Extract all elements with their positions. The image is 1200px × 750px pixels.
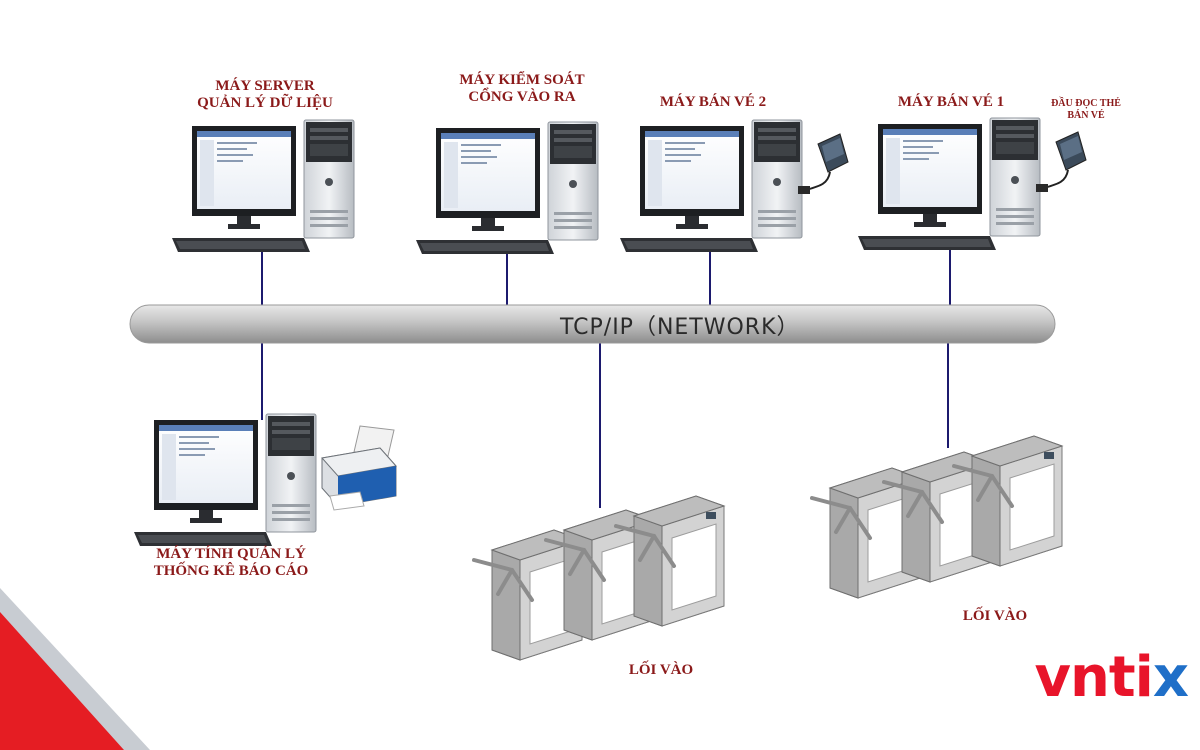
ticket-1-label: MÁY BÁN VÉ 1 (886, 94, 1016, 111)
access-control-computer (415, 121, 599, 255)
network-pipe (129, 304, 1056, 344)
report-pc-label-line1: MÁY TÍNH QUẢN LÝ (156, 546, 306, 562)
entrance-right-label: LỐI VÀO (940, 608, 1050, 625)
card-reader-ticket-2 (797, 133, 849, 195)
report-pc-label: MÁY TÍNH QUẢN LÝ THỐNG KÊ BÁO CÁO (146, 546, 316, 581)
ticket-1-computer (857, 117, 1041, 251)
ticket-1-label-text: MÁY BÁN VÉ 1 (897, 94, 1005, 110)
card-reader-label-line1: ĐẦU ĐỌC THẺ (1051, 98, 1121, 109)
access-control-label-line2: CỔNG VÀO RA (468, 89, 576, 106)
printer (321, 425, 397, 511)
corner-decoration (0, 588, 150, 750)
ticket-2-label: MÁY BÁN VÉ 2 (648, 94, 778, 111)
server-label-line2: QUẢN LÝ DỮ LIỆU (197, 95, 333, 112)
report-pc-label-line2: THỐNG KÊ BÁO CÁO (153, 563, 309, 580)
connector-lines (261, 246, 951, 508)
network-label: TCP/IP（NETWORK） (560, 315, 800, 340)
server-computer (171, 119, 355, 253)
ticket-2-label-text: MÁY BÁN VÉ 2 (659, 94, 767, 110)
entrance-left-label: LỐI VÀO (606, 662, 716, 679)
logo-x-mark: x (1152, 645, 1189, 710)
card-reader-label-line2: BÁN VÉ (1067, 110, 1105, 121)
card-reader-ticket-1 (1035, 131, 1087, 193)
server-label: MÁY SERVER QUẢN LÝ DỮ LIỆU (195, 78, 335, 113)
ticket-2-computer (619, 119, 803, 253)
card-reader-label: ĐẦU ĐỌC THẺ BÁN VÉ (1036, 98, 1136, 122)
access-control-label: MÁY KIỂM SOÁT CỔNG VÀO RA (452, 72, 592, 107)
report-computer (133, 413, 317, 547)
vntix-logo: vntix (1035, 650, 1189, 706)
access-control-label-line1: MÁY KIỂM SOÁT (459, 72, 585, 88)
server-label-line1: MÁY SERVER (215, 78, 315, 94)
logo-main-text: vnti (1034, 645, 1154, 710)
entrance-left-label-text: LỐI VÀO (628, 662, 694, 678)
entrance-right-label-text: LỐI VÀO (962, 608, 1028, 624)
